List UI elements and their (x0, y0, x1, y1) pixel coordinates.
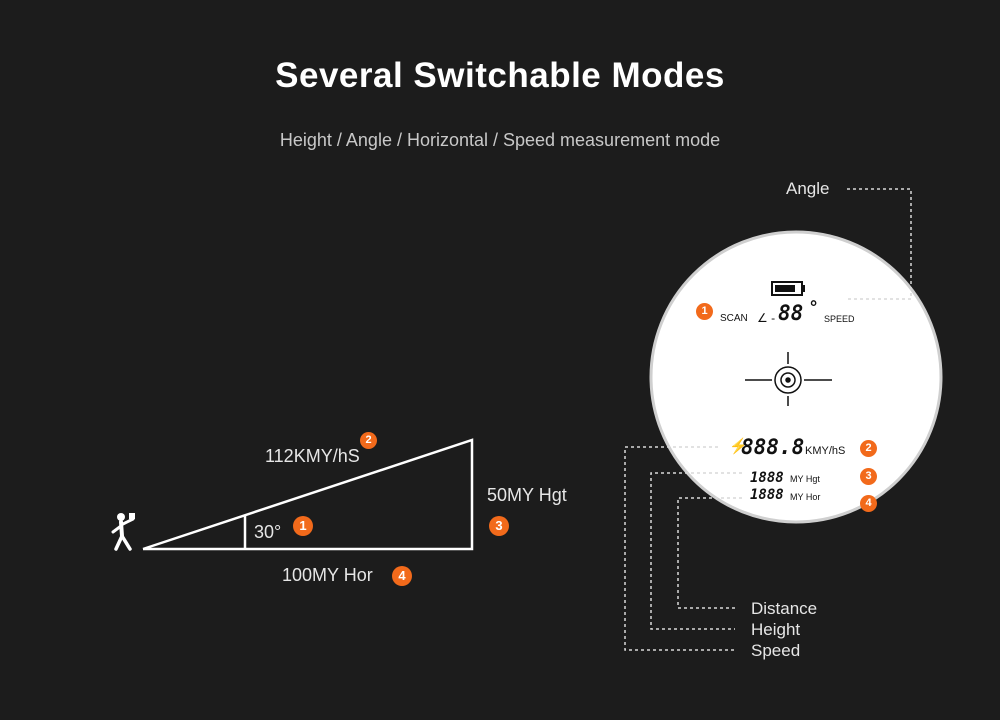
callout-angle: Angle (786, 179, 830, 198)
triangle-horizontal-value: 100 (282, 565, 313, 585)
triangle-angle-label: 30° (254, 522, 282, 542)
display-bolt-icon: ⚡ (729, 438, 748, 455)
display-angle-symbol: ∠ - (757, 311, 776, 325)
triangle-speed-unit: KMY/hS (293, 446, 360, 466)
display-height-unit: MY Hgt (790, 474, 820, 484)
battery-icon (771, 281, 805, 296)
badge-height: 3 (489, 516, 509, 536)
display-speed-label: SPEED (824, 314, 855, 324)
callout-leader-lines (624, 188, 912, 651)
display-scan-label: SCAN (720, 313, 748, 324)
triangle-horizontal-unit: MY Hor (312, 565, 373, 585)
badge-speed: 2 (360, 432, 377, 449)
display-degree-symbol: ° (810, 297, 818, 317)
triangle-speed-label: 112KMY/hS (265, 446, 360, 467)
measurement-triangle (142, 438, 474, 551)
badge-angle: 1 (293, 516, 313, 536)
triangle-speed-value: 112 (265, 446, 294, 466)
display-speed-unit: KMY/hS (805, 445, 846, 457)
callout-distance: Distance (751, 599, 818, 618)
triangle-height-value: 50 (487, 485, 508, 505)
display-badge-angle: 1 (696, 303, 713, 320)
display-badge-horizontal: 4 (860, 495, 877, 512)
person-icon (111, 513, 135, 551)
badge-horizontal: 4 (392, 566, 412, 586)
page-subtitle: Height / Angle / Horizontal / Speed meas… (279, 130, 721, 150)
display-hor-unit: MY Hor (790, 492, 821, 502)
display-hor-digits: 1888 (750, 487, 784, 503)
triangle-horizontal-label: 100MY Hor (282, 565, 373, 586)
display-badge-height: 3 (860, 468, 877, 485)
crosshair-reticle (745, 352, 832, 406)
triangle-height-label: 50MY Hgt (487, 485, 567, 506)
callout-height: Height (751, 620, 801, 639)
callout-speed: Speed (751, 641, 801, 660)
display-speed-digits: 888.8 (741, 435, 805, 459)
triangle-height-unit: MY Hgt (507, 485, 567, 505)
display-angle-digits: 88 (778, 301, 804, 325)
page-title: Several Switchable Modes (275, 56, 725, 95)
display-height-digits: 1888 (750, 470, 784, 486)
display-badge-speed: 2 (860, 440, 877, 457)
